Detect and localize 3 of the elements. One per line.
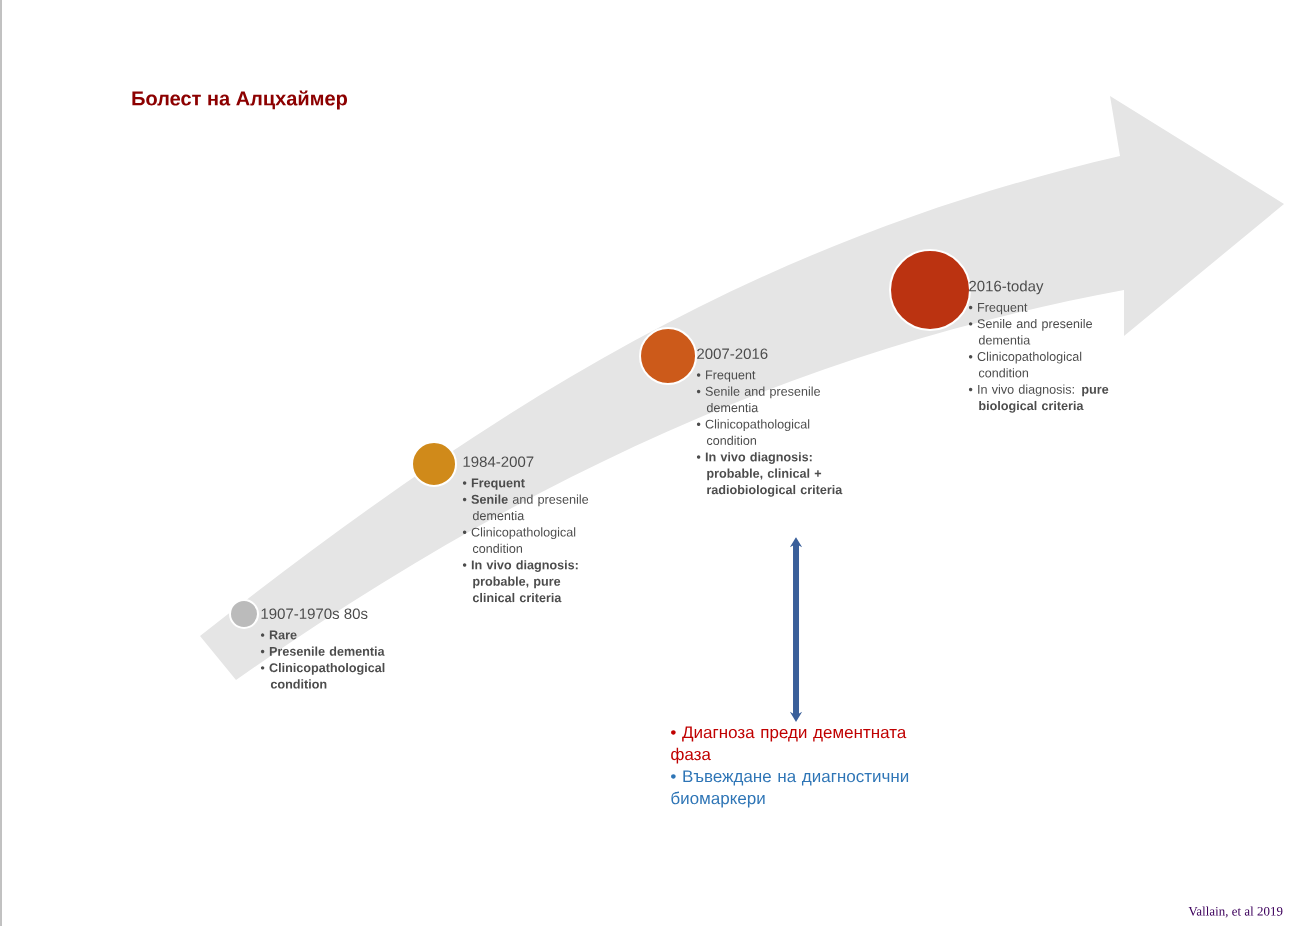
title: Болест на Алцхаймер bbox=[132, 90, 347, 110]
bullet-list: • Диагноза преди дементната фаза • Въвеждане на диагностични биомаркери bbox=[671, 726, 909, 808]
double-arrow bbox=[789, 537, 803, 722]
